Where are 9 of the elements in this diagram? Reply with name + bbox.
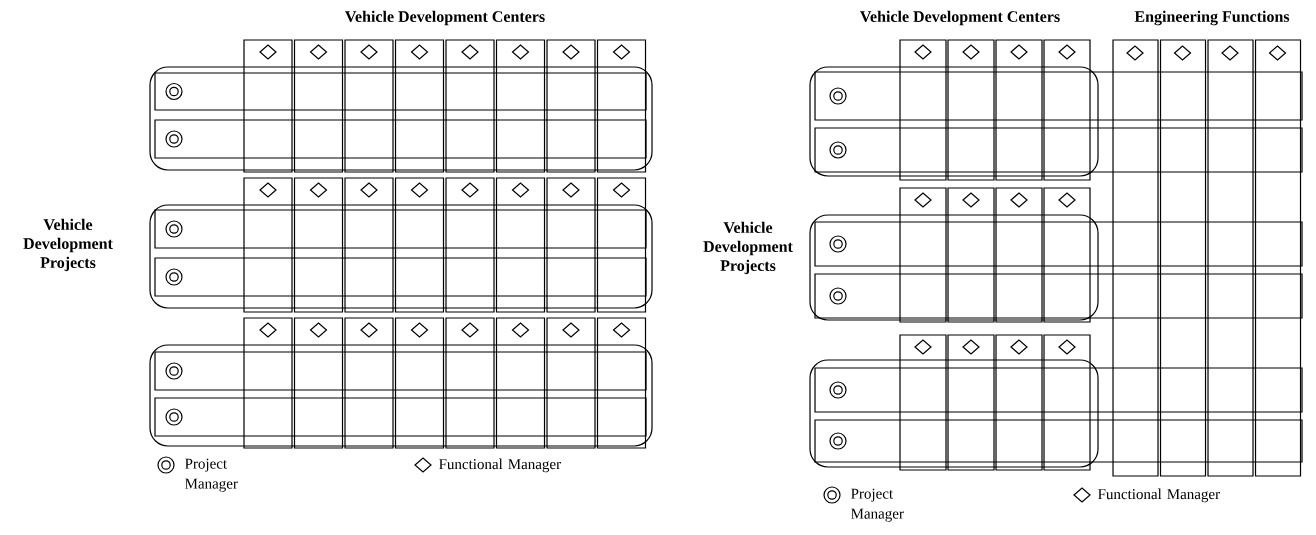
legend-label: Functional Manager (439, 458, 561, 473)
heading: Vehicle Development Projects (703, 221, 793, 275)
heading: Engineering Functions (1134, 10, 1290, 26)
heading: Vehicle Development Centers (860, 10, 1060, 26)
heading: Vehicle Development Projects (23, 218, 113, 272)
legend-label: Project Manager (185, 458, 238, 492)
legend-label: Functional Manager (1098, 488, 1220, 503)
heading: Vehicle Development Centers (345, 10, 545, 26)
legend-label: Project Manager (851, 488, 904, 522)
